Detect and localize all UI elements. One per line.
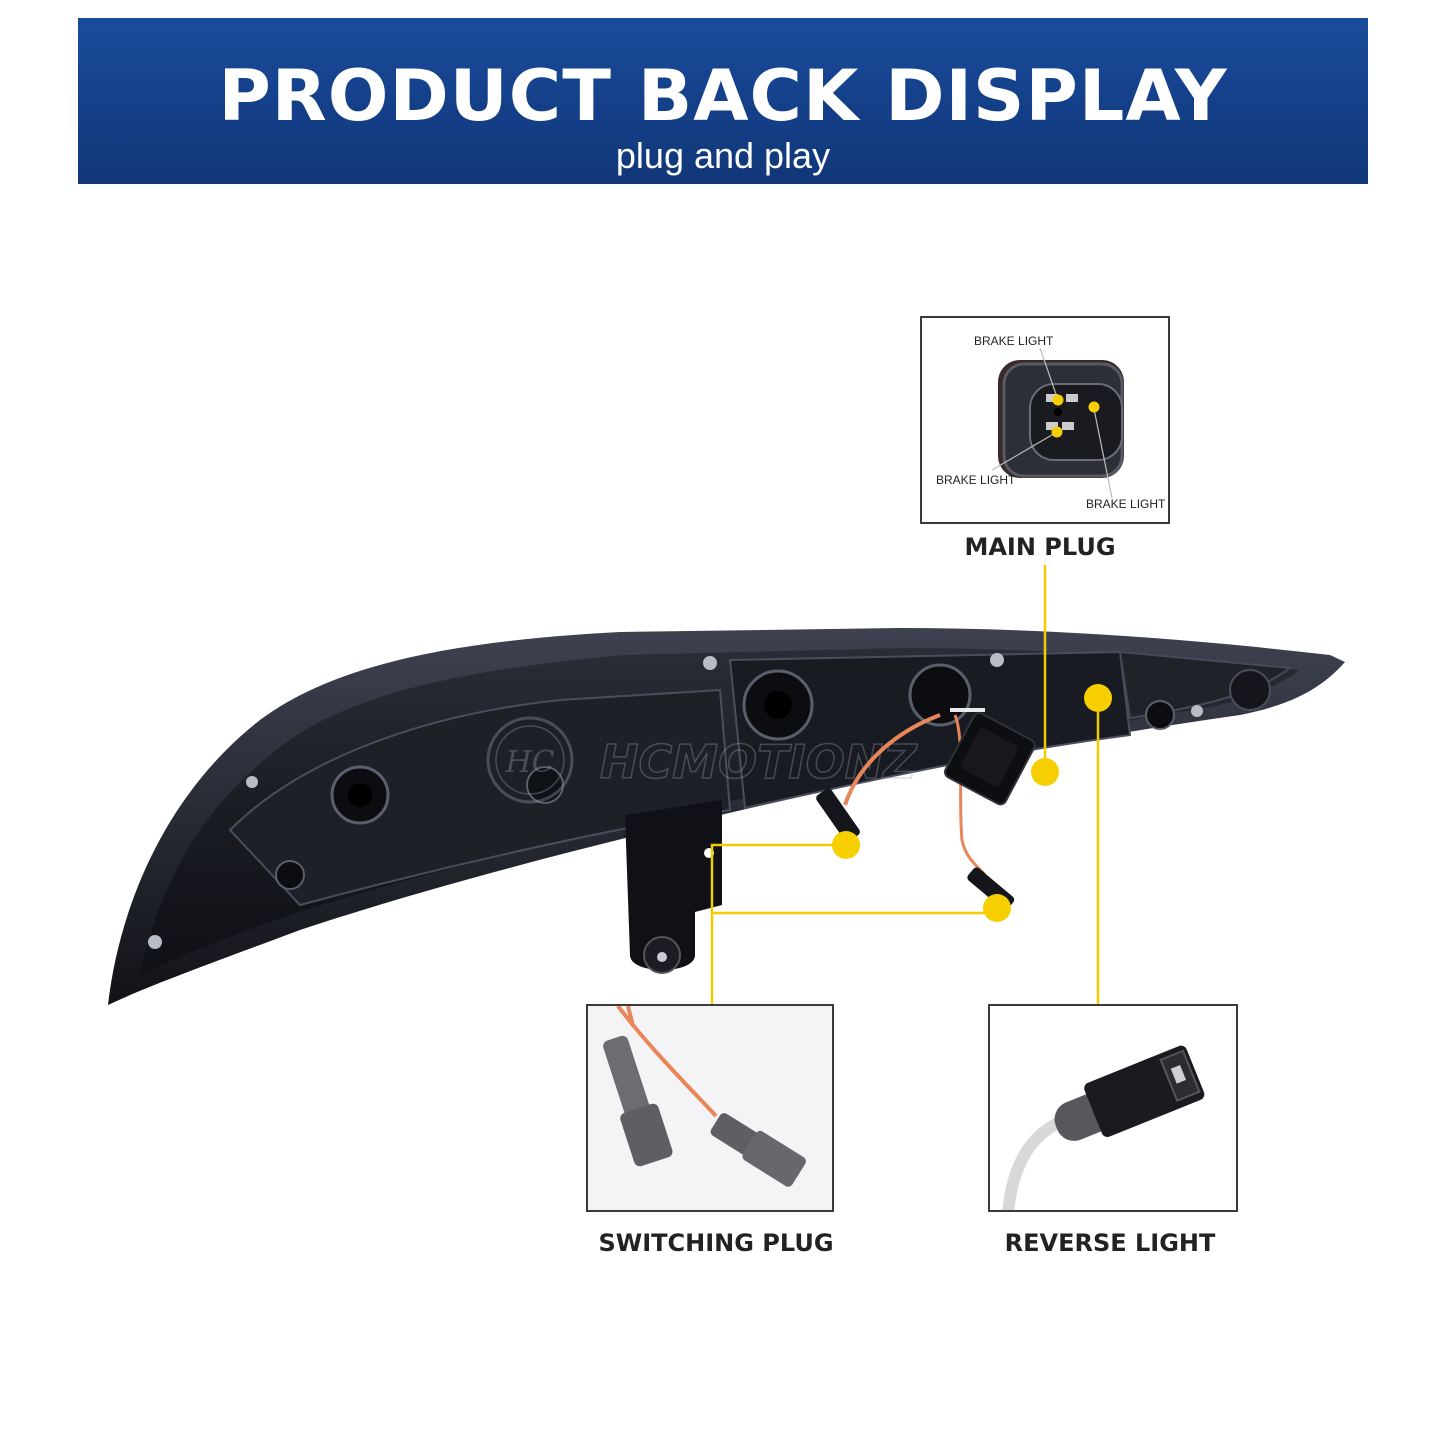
switching-plug-dot xyxy=(832,831,860,859)
reverse-light-caption: REVERSE LIGHT xyxy=(1004,1229,1216,1257)
pin-label-top: BRAKE LIGHT xyxy=(974,334,1054,348)
tail-light-housing xyxy=(108,628,1345,1005)
switching-plug-caption: SWITCHING PLUG xyxy=(598,1229,834,1257)
main-plug-dot xyxy=(1031,758,1059,786)
switching-plug-image xyxy=(588,1006,832,1210)
svg-text:HCMOTIONZ: HCMOTIONZ xyxy=(600,735,918,789)
watermark: HC HCMOTIONZ xyxy=(486,716,919,804)
wiring-harness xyxy=(816,708,1036,910)
page-title: PRODUCT BACK DISPLAY xyxy=(218,55,1228,137)
header-banner: PRODUCT BACK DISPLAY plug and play xyxy=(78,18,1368,184)
reverse-light-plug-image xyxy=(1002,1045,1205,1210)
reverse-light-dot xyxy=(1084,684,1112,712)
connector-pinout-image xyxy=(991,347,1124,499)
callout-lines xyxy=(710,565,1100,1005)
page-subtitle: plug and play xyxy=(615,135,831,176)
reverse-light-inset xyxy=(988,1004,1238,1212)
switching-plug-inset xyxy=(586,1004,834,1212)
main-plug-inset: BRAKE LIGHT BRAKE LIGHT BRAKE LIGHT xyxy=(920,316,1170,524)
svg-text:HC: HC xyxy=(504,745,554,780)
main-plug-caption: MAIN PLUG xyxy=(964,533,1116,561)
callout-dots xyxy=(832,684,1112,922)
switching-plug-dot-2 xyxy=(983,894,1011,922)
pin-label-left: BRAKE LIGHT xyxy=(936,473,1016,487)
pin-label-right: BRAKE LIGHT xyxy=(1086,497,1166,511)
